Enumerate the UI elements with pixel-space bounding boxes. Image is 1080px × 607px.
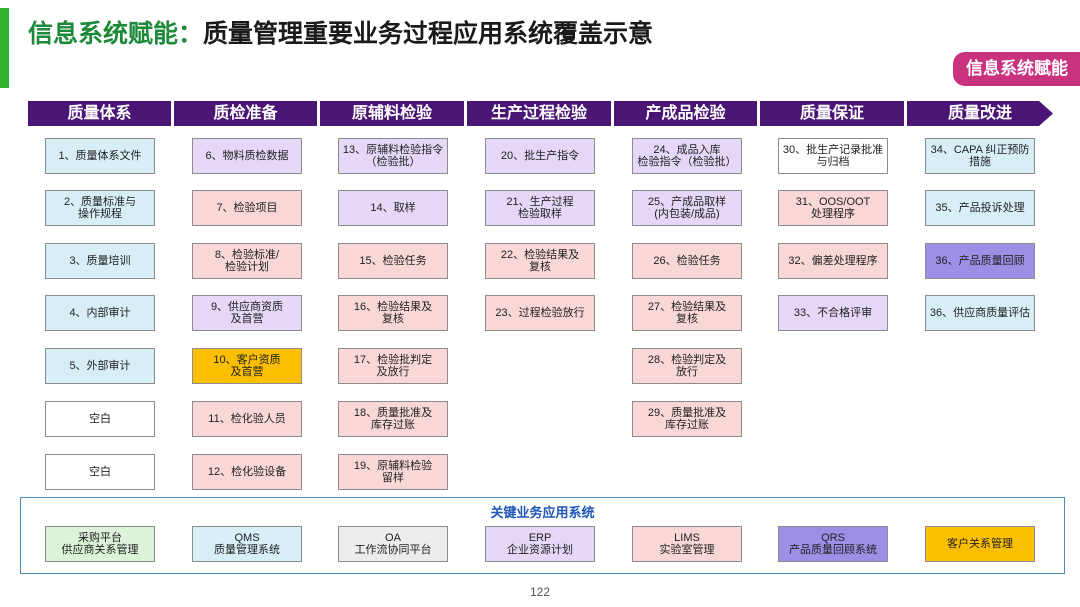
section-badge: 信息系统赋能: [953, 52, 1080, 86]
column-header: 质检准备: [174, 101, 317, 126]
column-header: 质量改进: [907, 101, 1053, 126]
process-box: 31、OOS/OOT 处理程序: [778, 190, 888, 226]
process-box: 17、检验批判定 及放行: [338, 348, 448, 384]
process-box: 27、检验结果及 复核: [632, 295, 742, 331]
process-box: 19、原辅料检验 留样: [338, 454, 448, 490]
title-highlight: 信息系统赋能：: [28, 20, 204, 48]
process-box: 4、内部审计: [45, 295, 155, 331]
process-box: 18、质量批准及 库存过账: [338, 401, 448, 437]
process-box: 5、外部审计: [45, 348, 155, 384]
system-box: 采购平台 供应商关系管理: [45, 526, 155, 562]
system-box: QRS 产品质量回顾系统: [778, 526, 888, 562]
process-box: 33、不合格评审: [778, 295, 888, 331]
system-box: 客户关系管理: [925, 526, 1035, 562]
systems-title: 关键业务应用系统: [490, 505, 595, 520]
title-main: 质量管理重要业务过程应用系统覆盖示意: [203, 20, 654, 48]
process-box: 3、质量培训: [45, 243, 155, 279]
process-box: 21、生产过程 检验取样: [485, 190, 595, 226]
column-header: 产成品检验: [614, 101, 757, 126]
process-box: 34、CAPA 纠正预防 措施: [925, 138, 1035, 174]
process-box: 16、检验结果及 复核: [338, 295, 448, 331]
process-box: 8、检验标准/ 检验计划: [192, 243, 302, 279]
process-box: 26、检验任务: [632, 243, 742, 279]
process-box: 22、检验结果及 复核: [485, 243, 595, 279]
page-number: 122: [529, 585, 551, 599]
column-header: 质量体系: [28, 101, 171, 126]
process-box: 空白: [45, 401, 155, 437]
process-box: 29、质量批准及 库存过账: [632, 401, 742, 437]
process-box: 13、原辅料检验指令 （检验批）: [338, 138, 448, 174]
page-title: 信息系统赋能：质量管理重要业务过程应用系统覆盖示意: [28, 14, 653, 50]
process-box: 35、产品投诉处理: [925, 190, 1035, 226]
process-box: 28、检验判定及 放行: [632, 348, 742, 384]
process-box: 10、客户资质 及首营: [192, 348, 302, 384]
system-box: ERP 企业资源计划: [485, 526, 595, 562]
process-box: 空白: [45, 454, 155, 490]
process-box: 9、供应商资质 及首营: [192, 295, 302, 331]
column-header: 生产过程检验: [467, 101, 611, 126]
system-box: OA 工作流协同平台: [338, 526, 448, 562]
process-box: 25、产成品取样 (内包装/成品): [632, 190, 742, 226]
process-box: 36、产品质量回顾: [925, 243, 1035, 279]
column-header: 原辅料检验: [320, 101, 464, 126]
process-box: 6、物料质检数据: [192, 138, 302, 174]
system-box: LIMS 实验室管理: [632, 526, 742, 562]
process-box: 12、检化验设备: [192, 454, 302, 490]
systems-frame: [20, 497, 1065, 574]
process-box: 2、质量标准与 操作规程: [45, 190, 155, 226]
process-box: 7、检验项目: [192, 190, 302, 226]
process-box: 32、偏差处理程序: [778, 243, 888, 279]
accent-bar: [0, 8, 9, 88]
process-box: 1、质量体系文件: [45, 138, 155, 174]
process-box: 20、批生产指令: [485, 138, 595, 174]
process-box: 14、取样: [338, 190, 448, 226]
process-box: 11、检化验人员: [192, 401, 302, 437]
process-box: 36、供应商质量评估: [925, 295, 1035, 331]
process-box: 15、检验任务: [338, 243, 448, 279]
process-box: 24、成品入库 检验指令（检验批）: [632, 138, 742, 174]
process-box: 23、过程检验放行: [485, 295, 595, 331]
system-box: QMS 质量管理系统: [192, 526, 302, 562]
process-box: 30、批生产记录批准 与归档: [778, 138, 888, 174]
column-header: 质量保证: [760, 101, 904, 126]
